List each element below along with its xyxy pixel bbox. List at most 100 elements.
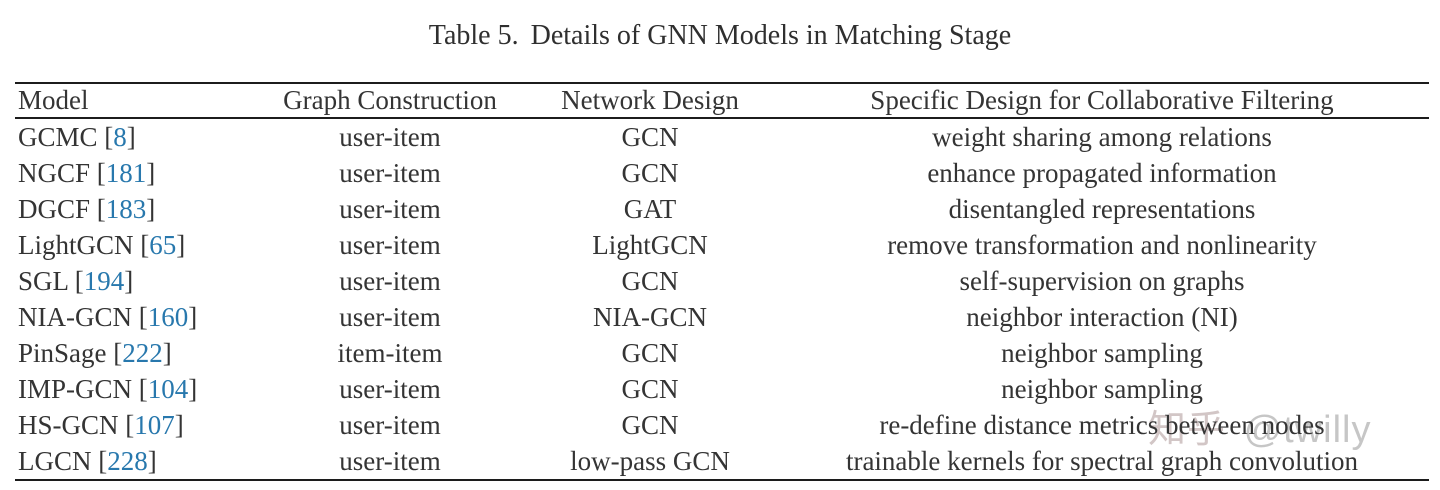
citation-number[interactable]: 160 bbox=[147, 301, 189, 332]
model-name: SGL bbox=[18, 265, 69, 296]
model-cell: IMP-GCN [104] bbox=[15, 374, 255, 405]
specific-design-cell: remove transformation and nonlinearity bbox=[887, 229, 1317, 260]
table-row: LightGCN [65] user-item LightGCN remove … bbox=[15, 227, 1429, 263]
citation-number[interactable]: 194 bbox=[83, 265, 125, 296]
citation-number[interactable]: 181 bbox=[105, 157, 147, 188]
model-name: LightGCN bbox=[18, 229, 134, 260]
table-row: NIA-GCN [160] user-item NIA-GCN neighbor… bbox=[15, 299, 1429, 335]
citation: [65] bbox=[140, 230, 185, 260]
model-cell: SGL [194] bbox=[15, 266, 255, 297]
table-caption-label: Table 5. bbox=[428, 20, 519, 51]
network-design-cell: GCN bbox=[621, 409, 679, 440]
citation: [8] bbox=[104, 122, 136, 152]
specific-design-cell: trainable kernels for spectral graph con… bbox=[845, 445, 1359, 476]
citation-open-bracket: [ bbox=[96, 193, 106, 224]
table-bottom-rule bbox=[15, 479, 1429, 481]
citation: [228] bbox=[98, 446, 157, 476]
citation-open-bracket: [ bbox=[104, 121, 114, 152]
graph-construction-cell: user-item bbox=[339, 265, 441, 296]
citation-number[interactable]: 222 bbox=[122, 337, 163, 368]
specific-design-cell: neighbor sampling bbox=[1001, 337, 1203, 368]
column-header-model: Model bbox=[18, 85, 89, 115]
citation-open-bracket: [ bbox=[138, 301, 148, 332]
column-header-graph-construction: Graph Construction bbox=[283, 85, 497, 115]
network-design-cell: GCN bbox=[621, 157, 679, 188]
model-cell: NGCF [181] bbox=[15, 158, 255, 189]
graph-construction-cell: user-item bbox=[339, 157, 441, 188]
citation-number[interactable]: 65 bbox=[149, 229, 177, 260]
table-header-rule bbox=[15, 117, 1429, 119]
citation-close-bracket: ] bbox=[126, 121, 136, 152]
citation: [104] bbox=[139, 374, 198, 404]
graph-construction-cell: user-item bbox=[339, 409, 441, 440]
citation: [181] bbox=[97, 158, 156, 188]
model-cell: NIA-GCN [160] bbox=[15, 302, 255, 333]
citation-close-bracket: ] bbox=[146, 157, 156, 188]
model-cell: LightGCN [65] bbox=[15, 230, 255, 261]
table-row: LGCN [228] user-item low-pass GCN traina… bbox=[15, 443, 1429, 479]
specific-design-cell: self-supervision on graphs bbox=[959, 265, 1245, 296]
citation-open-bracket: [ bbox=[74, 265, 84, 296]
network-design-cell: LightGCN bbox=[592, 229, 708, 260]
model-name: IMP-GCN bbox=[18, 373, 133, 404]
citation-open-bracket: [ bbox=[125, 409, 135, 440]
model-name: NGCF bbox=[18, 157, 91, 188]
watermark-site-name: 知乎 bbox=[1148, 409, 1227, 451]
network-design-cell: GCN bbox=[621, 121, 679, 152]
model-cell: DGCF [183] bbox=[15, 194, 255, 225]
citation-close-bracket: ] bbox=[162, 337, 172, 368]
citation: [183] bbox=[97, 194, 156, 224]
model-cell: HS-GCN [107] bbox=[15, 410, 255, 441]
citation-open-bracket: [ bbox=[113, 337, 123, 368]
graph-construction-cell: user-item bbox=[339, 193, 441, 224]
model-cell: PinSage [222] bbox=[15, 338, 255, 369]
specific-design-cell: neighbor sampling bbox=[1001, 373, 1203, 404]
model-name: NIA-GCN bbox=[18, 301, 132, 332]
specific-design-cell: re-define distance metrics between nodes bbox=[879, 409, 1325, 440]
network-design-cell: low-pass GCN bbox=[570, 445, 730, 476]
network-design-cell: GAT bbox=[623, 193, 677, 224]
table-body: GCMC [8] user-item GCN weight sharing am… bbox=[15, 119, 1429, 479]
table-caption: Table 5. Details of GNN Models in Matchin… bbox=[0, 20, 1440, 52]
citation-close-bracket: ] bbox=[188, 373, 198, 404]
citation-close-bracket: ] bbox=[176, 229, 186, 260]
network-design-cell: GCN bbox=[621, 373, 679, 404]
table-caption-text: Details of GNN Models in Matching Stage bbox=[530, 20, 1012, 51]
citation-close-bracket: ] bbox=[124, 265, 134, 296]
model-name: DGCF bbox=[18, 193, 91, 224]
graph-construction-cell: user-item bbox=[339, 373, 441, 404]
table-top-rule bbox=[15, 82, 1429, 84]
model-name: LGCN bbox=[18, 445, 92, 476]
table-row: IMP-GCN [104] user-item GCN neighbor sam… bbox=[15, 371, 1429, 407]
model-cell: LGCN [228] bbox=[15, 446, 255, 477]
graph-construction-cell: item-item bbox=[337, 337, 443, 368]
graph-construction-cell: user-item bbox=[339, 445, 441, 476]
graph-construction-cell: user-item bbox=[339, 121, 441, 152]
table-header-row: Model Graph Construction Network Design … bbox=[15, 84, 1429, 117]
specific-design-cell: enhance propagated information bbox=[927, 157, 1277, 188]
citation-close-bracket: ] bbox=[147, 445, 157, 476]
citation-close-bracket: ] bbox=[174, 409, 184, 440]
citation-number[interactable]: 107 bbox=[134, 409, 175, 440]
citation-open-bracket: [ bbox=[96, 157, 106, 188]
citation: [107] bbox=[125, 410, 184, 440]
table-row: SGL [194] user-item GCN self-supervision… bbox=[15, 263, 1429, 299]
citation: [160] bbox=[139, 302, 198, 332]
model-cell: GCMC [8] bbox=[15, 122, 255, 153]
citation-number[interactable]: 228 bbox=[107, 445, 148, 476]
gnn-models-table: Model Graph Construction Network Design … bbox=[15, 82, 1429, 481]
citation-number[interactable]: 183 bbox=[105, 193, 147, 224]
citation-open-bracket: [ bbox=[98, 445, 108, 476]
citation-number[interactable]: 104 bbox=[147, 373, 189, 404]
citation-number[interactable]: 8 bbox=[113, 121, 127, 152]
graph-construction-cell: user-item bbox=[339, 229, 441, 260]
table-row: DGCF [183] user-item GAT disentangled re… bbox=[15, 191, 1429, 227]
graph-construction-cell: user-item bbox=[339, 301, 441, 332]
table-row: NGCF [181] user-item GCN enhance propaga… bbox=[15, 155, 1429, 191]
citation-close-bracket: ] bbox=[146, 193, 156, 224]
column-header-network-design: Network Design bbox=[561, 85, 739, 115]
model-name: GCMC bbox=[18, 121, 98, 152]
model-name: HS-GCN bbox=[18, 409, 119, 440]
network-design-cell: NIA-GCN bbox=[593, 301, 707, 332]
citation: [222] bbox=[113, 338, 172, 368]
